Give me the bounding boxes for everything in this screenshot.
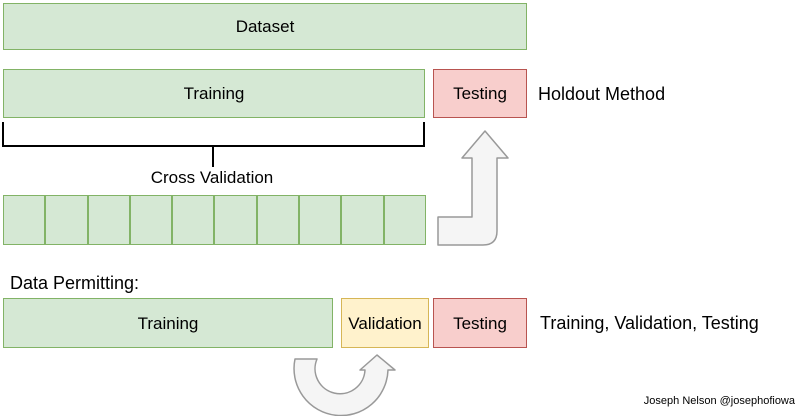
cv-fold-cell xyxy=(214,195,257,245)
cv-fold-cell xyxy=(3,195,46,245)
tvt-method-label: Training, Validation, Testing xyxy=(540,313,759,333)
holdout-training-bar: Training xyxy=(3,69,425,118)
tvt-testing-box: Testing xyxy=(433,298,527,348)
cv-fold-cell xyxy=(172,195,215,245)
cv-fold-cell xyxy=(299,195,342,245)
holdout-testing-label: Testing xyxy=(453,84,507,103)
tvt-validation-box: Validation xyxy=(341,298,429,348)
bracket xyxy=(2,122,425,147)
cv-fold-cell xyxy=(87,195,130,245)
cross-validation-fold-bar xyxy=(3,195,426,245)
bracket-stem xyxy=(212,147,214,167)
holdout-training-label: Training xyxy=(183,84,245,103)
u-turn-arrow-icon xyxy=(293,354,396,416)
data-permitting-heading: Data Permitting: xyxy=(10,273,140,293)
dataset-bar: Dataset xyxy=(3,3,527,50)
cross-validation-label: Cross Validation xyxy=(150,168,274,187)
tvt-training-label: Training xyxy=(137,313,199,333)
cv-fold-cell xyxy=(129,195,173,245)
cv-fold-cell xyxy=(341,195,384,245)
tvt-training-bar: Training xyxy=(3,298,333,348)
dataset-label: Dataset xyxy=(235,17,295,36)
cv-fold-cell xyxy=(45,195,88,245)
tvt-validation-label: Validation xyxy=(348,313,422,333)
elbow-arrow-up-icon xyxy=(437,130,509,246)
holdout-testing-box: Testing xyxy=(433,69,527,118)
cv-fold-cell xyxy=(256,195,300,245)
tvt-testing-label: Testing xyxy=(453,313,507,333)
attribution: Joseph Nelson @josephofiowa xyxy=(643,395,795,407)
cv-fold-cell xyxy=(383,195,426,245)
holdout-method-label: Holdout Method xyxy=(538,83,666,104)
